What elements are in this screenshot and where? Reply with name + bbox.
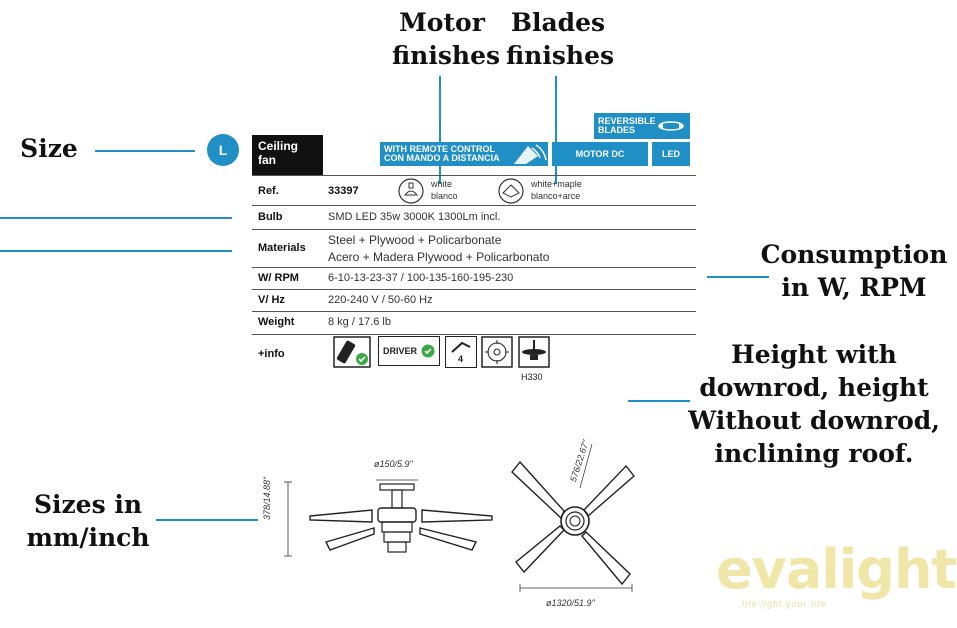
ref-label: Ref. <box>258 185 279 197</box>
remote-wave-icon <box>514 144 547 164</box>
wrpm-value: 6-10-13-23-37 / 100-135-160-195-230 <box>328 272 514 284</box>
diameter-dimension: ø1320/51.9" <box>546 598 595 608</box>
motor-finishes-callout: Motor finishes <box>392 8 501 70</box>
weight-value: 8 kg / 17.6 lb <box>328 316 391 328</box>
fan-side-view-drawing <box>284 479 493 557</box>
category-header: Ceiling fan <box>252 135 323 175</box>
remote-control-icon <box>333 336 371 368</box>
weight-label: Weight <box>258 316 295 328</box>
bulb-callout-line <box>0 217 232 219</box>
materials-row: Materials Steel + Plywood + Policarbonat… <box>252 229 696 268</box>
size-badge: L <box>207 134 239 166</box>
sizes-mm-callout-line <box>156 519 258 521</box>
height-dimension: 378/14.88" <box>262 476 272 520</box>
size-callout-line <box>95 150 195 152</box>
bulb-value: SMD LED 35w 3000K 1300Lm incl. <box>328 211 501 223</box>
speeds-label: 4 <box>458 354 464 364</box>
blades-callout-line <box>555 76 557 184</box>
blades-finishes-callout: Blades finishes <box>506 8 615 70</box>
motor-callout-line <box>439 76 441 184</box>
downrod-height-icon <box>518 336 550 368</box>
height-callout: Height with downrod, height Without down… <box>688 340 940 468</box>
brand-watermark: evalight <box>716 538 957 601</box>
blade-finish-1: white+maple <box>531 179 582 189</box>
reversible-arrows-icon <box>658 121 684 131</box>
speed-dial-icon <box>451 341 471 353</box>
wrpm-row: W/ RPM 6-10-13-23-37 / 100-135-160-195-2… <box>252 267 696 290</box>
vhz-row: V/ Hz 220-240 V / 50-60 Hz <box>252 289 696 312</box>
driver-check-icon <box>421 344 435 358</box>
height-callout-line <box>628 400 690 402</box>
wrpm-label: W/ RPM <box>258 272 299 284</box>
size-callout: Size <box>20 134 78 163</box>
blade-finish-2: blanco+arce <box>531 191 581 201</box>
led-badge: LED <box>652 142 690 166</box>
materials-label: Materials <box>258 242 306 254</box>
fan-top-view-drawing <box>511 443 635 592</box>
materials-callout-line <box>0 250 232 252</box>
motor-finish-1: white <box>431 179 453 189</box>
driver-icon: DRIVER <box>378 336 440 366</box>
brand-tagline: life light your life <box>742 599 827 609</box>
ref-row: Ref. 33397 white blanco white+maple blan… <box>252 175 696 206</box>
height-label: H330 <box>521 372 543 382</box>
bulb-label: Bulb <box>258 211 283 223</box>
speeds-icon: 4 <box>445 336 477 368</box>
blade-finish-icon <box>498 178 524 204</box>
canopy-dimension: ø150/5.9" <box>374 459 413 469</box>
motor-dc-text: MOTOR DC <box>575 149 625 159</box>
weight-row: Weight 8 kg / 17.6 lb <box>252 311 696 335</box>
bulb-row: Bulb SMD LED 35w 3000K 1300Lm incl. <box>252 205 696 230</box>
summer-winter-icon <box>481 336 513 368</box>
consumption-callout: Consumption in W, RPM <box>760 240 948 302</box>
vhz-label: V/ Hz <box>258 294 285 306</box>
materials-value-1: Steel + Plywood + Policarbonate <box>328 233 502 247</box>
driver-label: DRIVER <box>383 346 418 356</box>
info-label: +info <box>258 348 285 360</box>
ref-value: 33397 <box>328 185 359 197</box>
consumption-callout-line <box>707 276 769 278</box>
motor-finish-2: blanco <box>431 191 458 201</box>
materials-value-2: Acero + Madera Plywood + Policarbonato <box>328 250 550 264</box>
remote-badge-text: WITH REMOTE CONTROL CON MANDO A DISTANCI… <box>384 144 500 163</box>
motor-dc-badge: MOTOR DC <box>552 142 648 166</box>
vhz-value: 220-240 V / 50-60 Hz <box>328 294 433 306</box>
motor-finish-icon <box>398 178 424 204</box>
led-text: LED <box>662 149 680 159</box>
sizes-mm-callout: Sizes in mm/inch <box>26 490 150 552</box>
remote-control-badge: WITH REMOTE CONTROL CON MANDO A DISTANCI… <box>380 142 548 166</box>
category-text: Ceiling fan <box>258 139 299 167</box>
reversible-blades-badge: REVERSIBLE BLADES <box>594 113 690 139</box>
reversible-badge-text: REVERSIBLE BLADES <box>598 116 656 135</box>
